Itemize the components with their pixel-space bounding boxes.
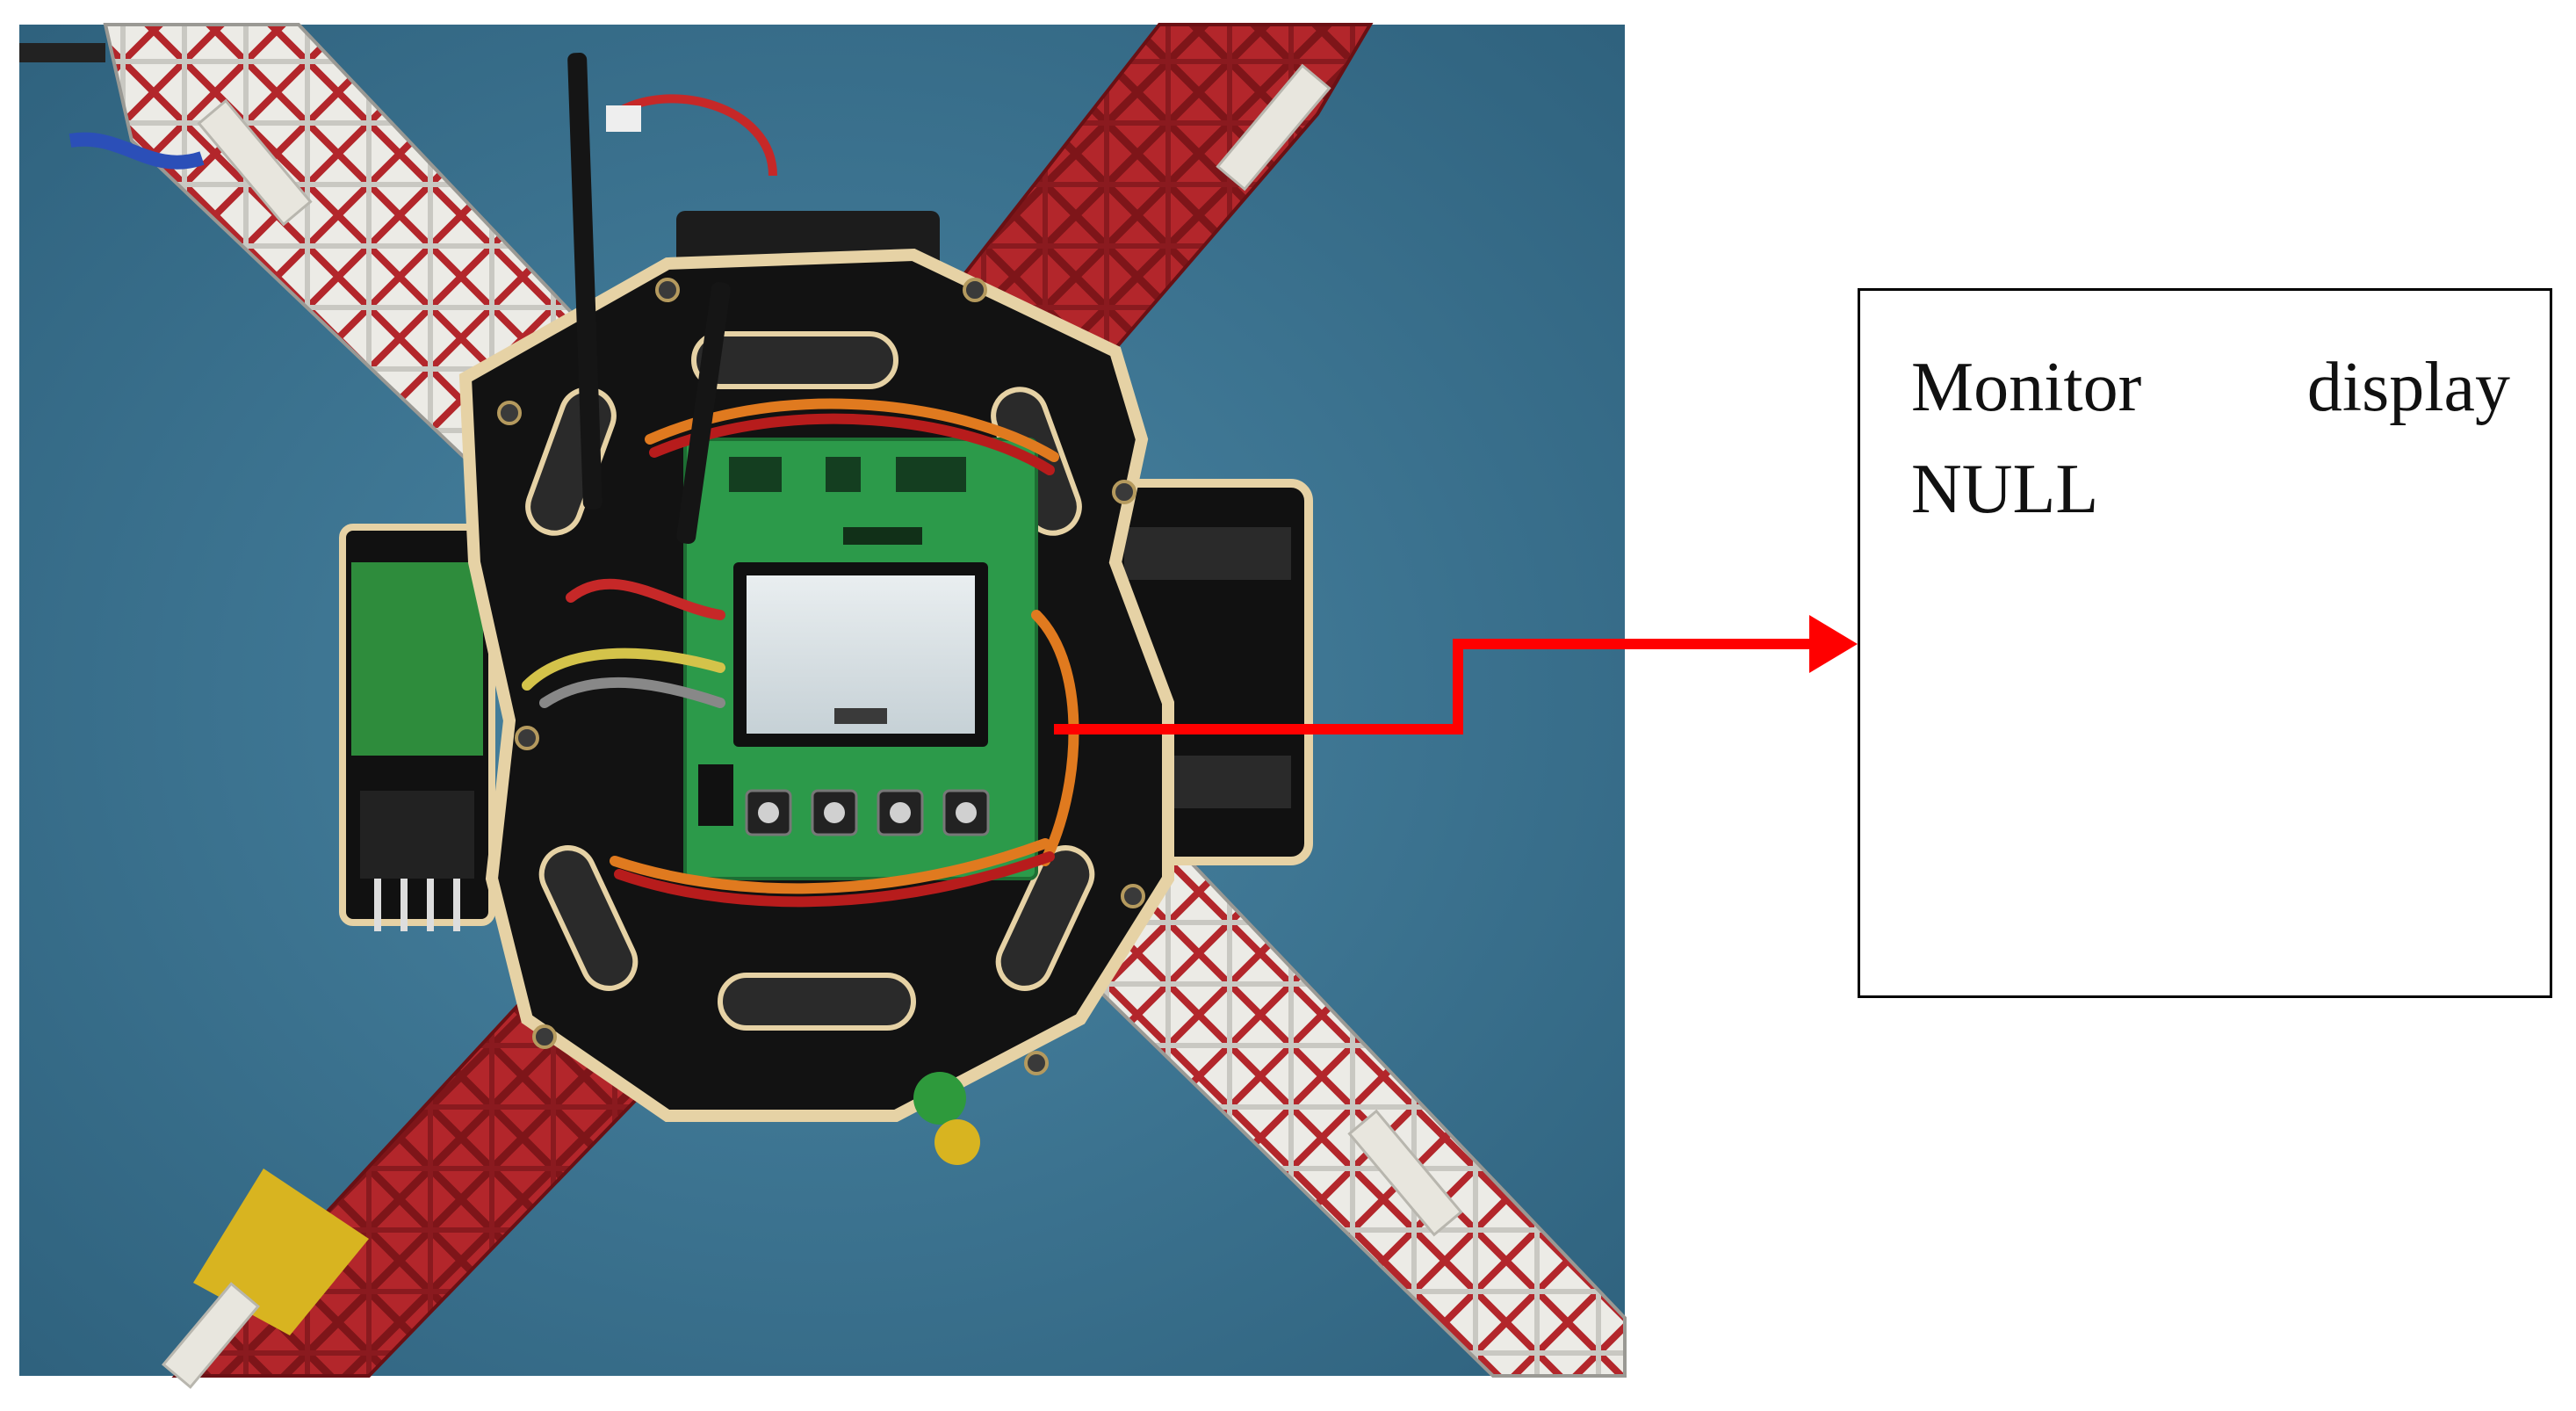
- antenna-left: [567, 53, 603, 510]
- zip-ties: [161, 63, 1463, 1389]
- arrow-right-icon: [1054, 615, 1858, 734]
- wires-blue: [69, 132, 205, 170]
- antenna-right: [676, 281, 731, 545]
- flight-controller-board: [683, 438, 1038, 880]
- callout-box: Monitor display NULL: [1858, 288, 2552, 998]
- receiver: [339, 524, 495, 931]
- callout-text: Monitor display NULL: [1911, 349, 2510, 528]
